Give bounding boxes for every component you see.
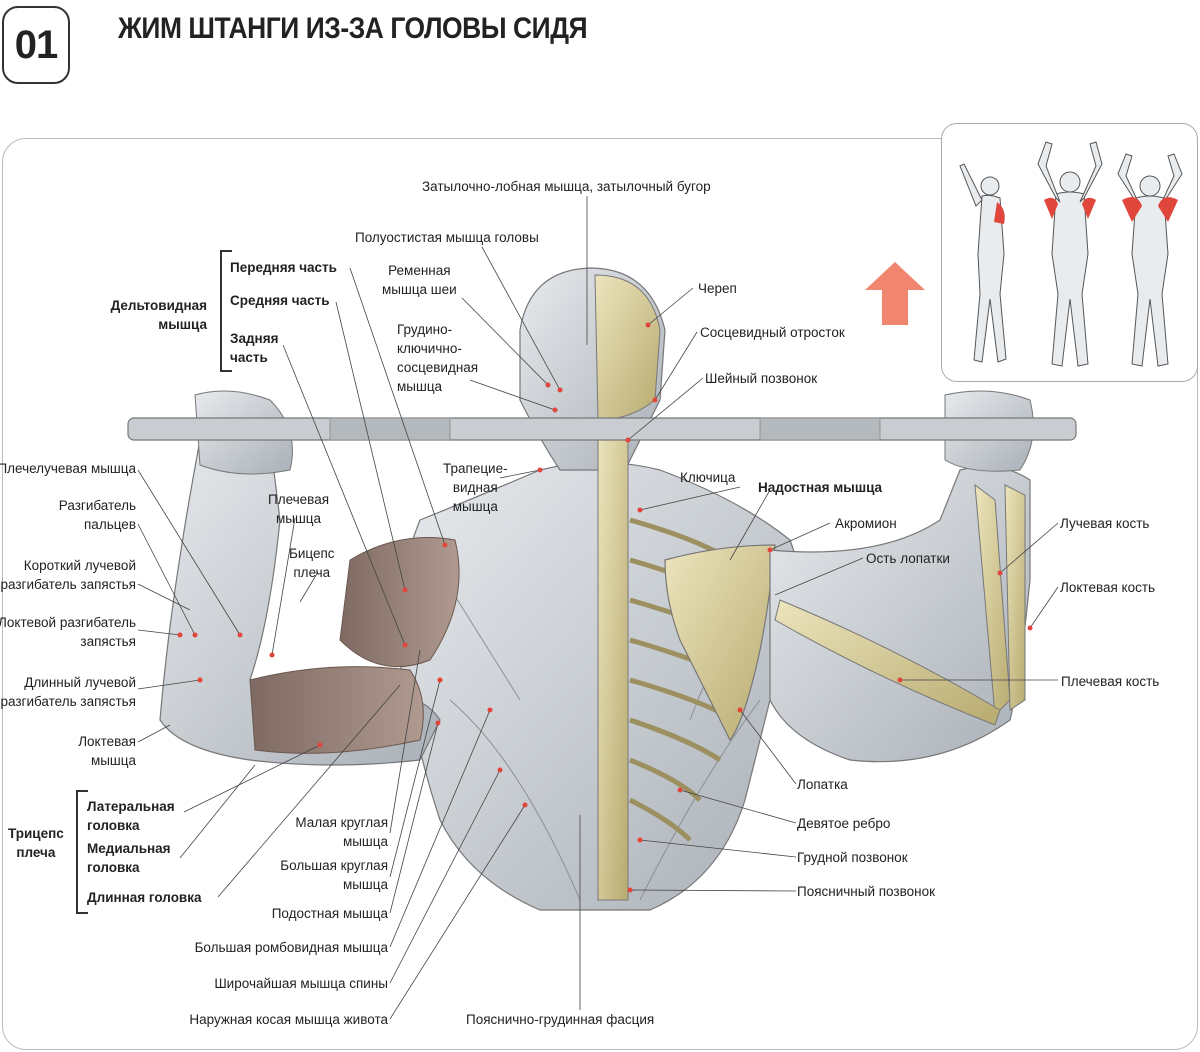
label-lumbar: Поясничный позвонок	[797, 884, 936, 899]
label-deltoid-rear: Задняя часть	[230, 331, 279, 365]
label-ulna: Локтевая кость	[1060, 580, 1156, 595]
deltoid-bracket	[220, 250, 232, 372]
diagram-panel	[2, 138, 1198, 1050]
label-thoracolumbar: Пояснично-грудинная фасция	[466, 1012, 655, 1027]
right-arm	[769, 390, 1034, 763]
label-ecu: Локтевой разгибатель запястья	[0, 615, 136, 649]
label-clavicle: Ключица	[680, 470, 736, 485]
page-title: ЖИМ ШТАНГИ ИЗ-ЗА ГОЛОВЫ СИДЯ	[118, 12, 588, 45]
inset-figures	[959, 141, 1183, 367]
label-latissimus: Широчайшая мышца спины	[214, 976, 388, 991]
label-ninth-rib: Девятое ребро	[797, 816, 891, 831]
figure-back	[1117, 153, 1183, 367]
label-anconeus: Локтевая мышца	[78, 734, 136, 768]
label-ecrb: Короткий лучевой разгибатель запястья	[0, 558, 136, 592]
label-ext-digitorum: Разгибатель пальцев	[58, 498, 136, 532]
label-deltoid-group: Дельтовидная мышца	[110, 298, 207, 332]
label-ext-oblique: Наружная косая мышца живота	[189, 1012, 388, 1027]
label-trapezius: Трапецие- видная мышца	[443, 461, 508, 514]
label-acromion: Акромион	[835, 516, 897, 531]
label-radius: Лучевая кость	[1060, 516, 1150, 531]
figure-front	[1037, 141, 1103, 367]
label-cervical: Шейный позвонок	[705, 371, 818, 386]
label-mastoid: Сосцевидный отросток	[700, 325, 845, 340]
label-teres-minor: Малая круглая мышца	[295, 815, 388, 849]
label-teres-major: Большая круглая мышца	[280, 858, 388, 892]
label-triceps-med: Медиальная головка	[87, 841, 171, 875]
label-semispinalis: Полуостистая мышца головы	[355, 230, 539, 245]
leader-lines	[137, 196, 1059, 1020]
label-scm: Грудино- ключично- сосцевидная мышца	[397, 322, 479, 394]
figure-side	[959, 163, 1007, 363]
barbell	[127, 417, 1077, 441]
label-skull: Череп	[698, 281, 737, 296]
label-splenius: Ременная мышца шеи	[382, 263, 457, 297]
label-triceps-long: Длинная головка	[87, 890, 202, 905]
label-occipitofrontalis: Затылочно-лобная мышца, затылочный бугор	[422, 179, 711, 194]
left-arm	[159, 390, 460, 766]
label-scapula-spine: Ость лопатки	[866, 551, 950, 566]
marker-dots	[177, 322, 1033, 893]
label-supraspinatus: Надостная мышца	[758, 480, 883, 495]
triceps-bracket	[76, 790, 88, 914]
label-deltoid-front: Передняя часть	[230, 260, 337, 275]
label-humerus: Плечевая кость	[1061, 674, 1160, 689]
label-infraspinatus: Подостная мышца	[271, 906, 388, 921]
label-brachioradialis: Плечелучевая мышца	[0, 461, 136, 476]
label-triceps-lat: Латеральная головка	[87, 799, 175, 833]
label-scapula: Лопатка	[797, 777, 848, 792]
exercise-number: 01	[2, 6, 70, 84]
label-rhomboid: Большая ромбовидная мышца	[194, 940, 388, 955]
label-deltoid-mid: Средняя часть	[230, 293, 330, 308]
scapula-bone	[664, 544, 776, 742]
label-brachialis: Плечевая мышца	[268, 492, 330, 526]
label-biceps: Бицепс плеча	[289, 546, 335, 580]
label-triceps-group: Трицепс плеча	[8, 826, 64, 860]
label-thoracic: Грудной позвонок	[797, 850, 908, 865]
label-ecrl: Длинный лучевой разгибатель запястья	[0, 675, 136, 709]
exercise-inset	[941, 123, 1198, 382]
